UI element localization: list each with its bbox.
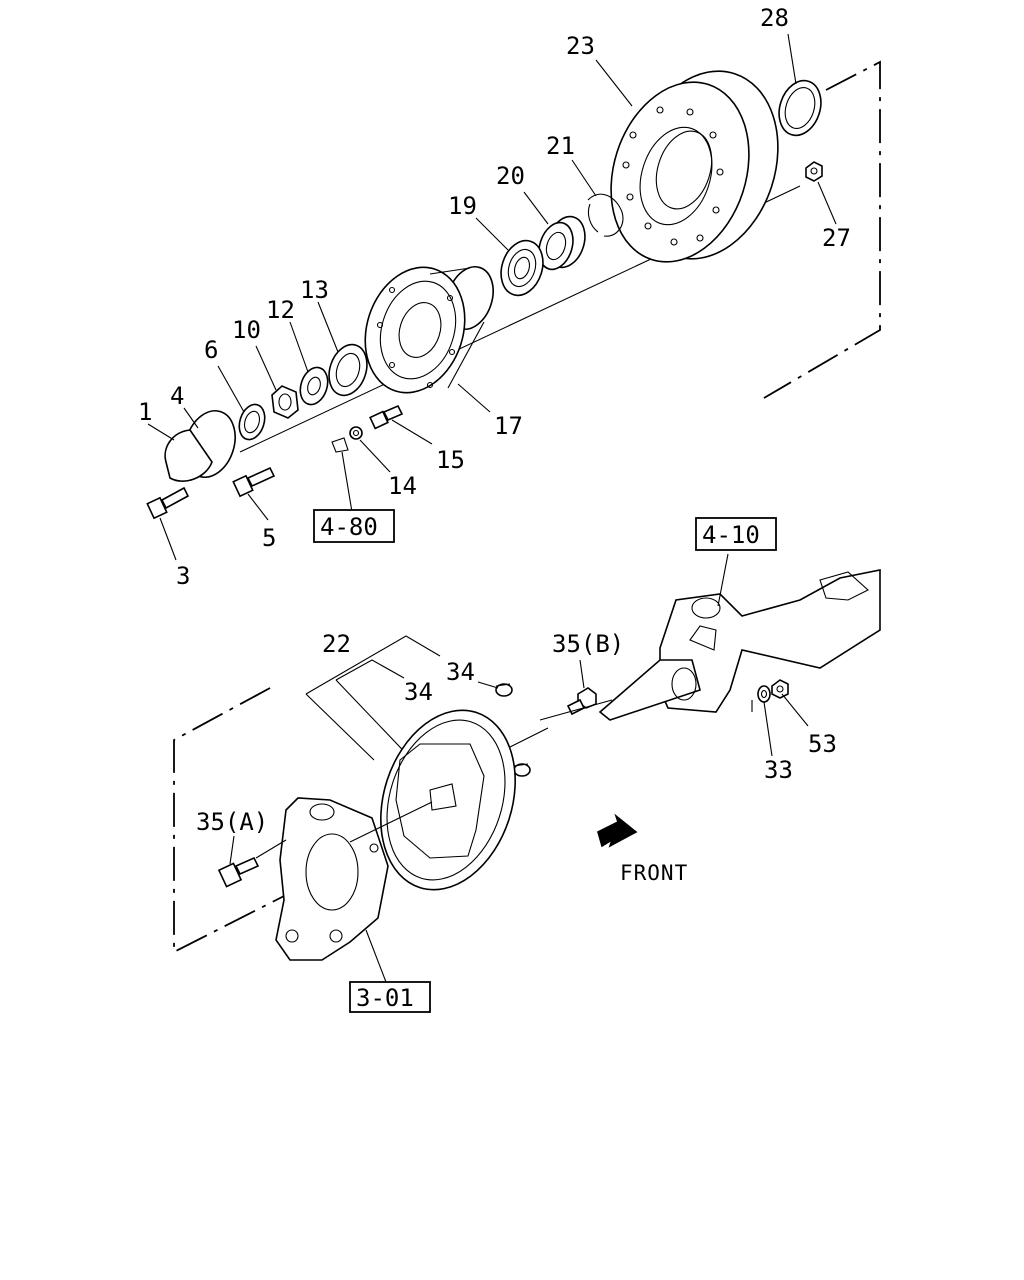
- label-part-35b: 35(B): [552, 630, 624, 658]
- label-part-14: 14: [388, 472, 417, 500]
- front-direction-label: FRONT: [620, 861, 688, 885]
- oil-seal: [778, 79, 822, 137]
- label-part-34-lower: 34: [404, 678, 433, 706]
- label-part-13: 13: [300, 276, 329, 304]
- nut-53: [771, 679, 789, 699]
- hub-bolt: [232, 466, 276, 498]
- label-part-27: 27: [822, 224, 851, 252]
- washer-33: [757, 685, 771, 703]
- label-part-1: 1: [138, 398, 152, 426]
- label-part-3: 3: [176, 562, 190, 590]
- inner-roller-bearing: [328, 343, 368, 397]
- cotter-pin: [331, 437, 349, 453]
- ref-box-3-01-label: 3-01: [356, 984, 414, 1012]
- clip-34-lower: [513, 763, 531, 777]
- axle-beam: [598, 569, 881, 721]
- label-part-15: 15: [436, 446, 465, 474]
- bearing-nut: [271, 385, 299, 419]
- part-34-bracket: [335, 659, 405, 681]
- label-part-28: 28: [760, 4, 789, 32]
- stud-nut: [349, 426, 363, 440]
- label-part-35a: 35(A): [196, 808, 268, 836]
- label-part-12: 12: [266, 296, 295, 324]
- leader-lines-lower: [229, 553, 809, 983]
- hub-cap: [164, 429, 213, 482]
- label-part-23: 23: [566, 32, 595, 60]
- lock-ring: [587, 193, 624, 237]
- label-part-34-upper: 34: [446, 658, 475, 686]
- hub-nut: [805, 161, 823, 182]
- hub-gasket: [238, 403, 266, 441]
- bolt-35b: [566, 687, 597, 716]
- label-part-19: 19: [448, 192, 477, 220]
- bolt-35a: [217, 856, 260, 888]
- ref-box-3-01[interactable]: 3-01: [349, 981, 431, 1013]
- axle-center-line: [239, 235, 701, 453]
- label-part-5: 5: [262, 524, 276, 552]
- outer-roller-bearing: [500, 239, 544, 297]
- brake-anchor-plate: [275, 797, 389, 961]
- label-part-20: 20: [496, 162, 525, 190]
- label-part-17: 17: [494, 412, 523, 440]
- ref-box-4-10-label: 4-10: [702, 521, 760, 549]
- label-part-4: 4: [170, 382, 184, 410]
- lock-washer: [299, 366, 329, 406]
- lock-ring-gap: [587, 203, 599, 233]
- label-part-53: 53: [808, 730, 837, 758]
- assembly-frame-lower-left: [173, 687, 289, 954]
- anchor-center-line: [349, 801, 433, 843]
- label-part-6: 6: [204, 336, 218, 364]
- ref-box-4-80-label: 4-80: [320, 513, 378, 541]
- ref-box-4-10[interactable]: 4-10: [695, 517, 777, 551]
- outer-bearing-race: [538, 215, 586, 271]
- spindle-center-line: [539, 699, 613, 721]
- label-part-33: 33: [764, 756, 793, 784]
- clip-34-upper: [495, 683, 513, 697]
- ref-box-4-80[interactable]: 4-80: [313, 509, 395, 543]
- label-part-21: 21: [546, 132, 575, 160]
- label-part-22: 22: [322, 630, 351, 658]
- brake-drum: [610, 70, 779, 263]
- cap-bolt: [146, 486, 190, 520]
- wheel-hub: [364, 266, 494, 394]
- label-part-10: 10: [232, 316, 261, 344]
- front-arrow-icon: [597, 813, 638, 848]
- part-22-bracket: [305, 635, 441, 695]
- leader-lines-upper: [147, 33, 837, 561]
- part-22-leader: [305, 693, 375, 761]
- hub-stud: [369, 404, 404, 430]
- assembly-frame-right: [763, 60, 881, 399]
- anchor-bolt-line: [255, 839, 287, 859]
